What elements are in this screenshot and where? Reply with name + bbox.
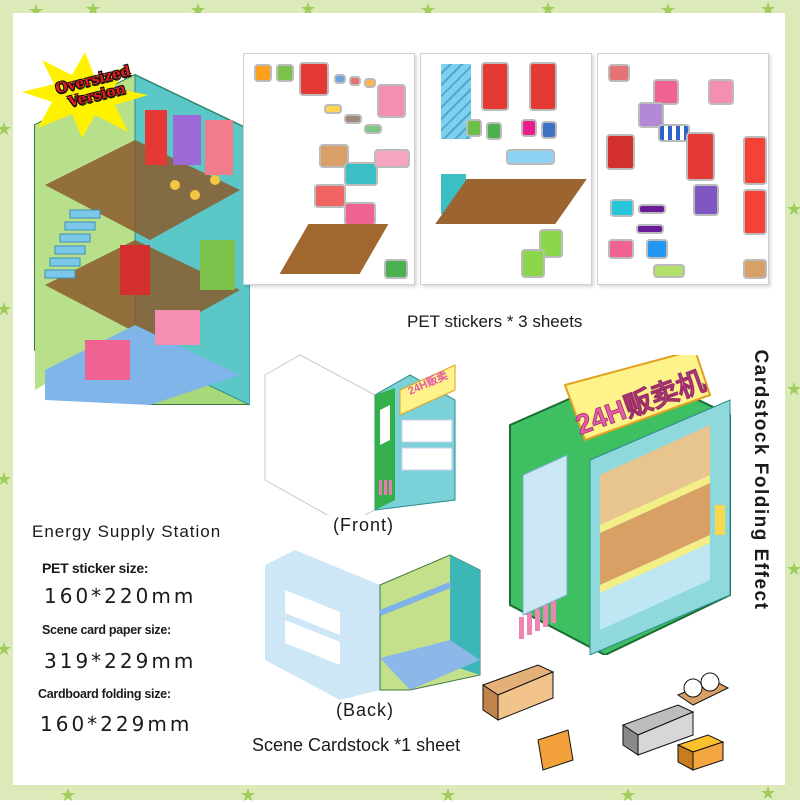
sticker-sheet-3: [597, 53, 769, 285]
oversized-version-badge: Oversized Version: [20, 50, 150, 140]
store-illustration: [34, 73, 250, 405]
vending-machine-illustration: 24H贩卖机: [509, 355, 731, 655]
product-name: Energy Supply Station: [32, 522, 222, 541]
back-label: (Back): [336, 700, 395, 720]
spec-value-cardboard-folding: 160*229mm: [40, 712, 193, 736]
pet-stickers-caption: PET stickers * 3 sheets: [407, 312, 583, 331]
star-icon: ★: [240, 785, 257, 805]
star-icon: ★: [760, 783, 777, 803]
star-icon: ★: [786, 199, 800, 219]
sticker-sheet-2: [420, 53, 592, 285]
star-icon: ★: [786, 379, 800, 399]
spec-label-scene-card: Scene card paper size:: [42, 623, 171, 637]
spec-value-scene-card: 319*229mm: [44, 649, 197, 673]
star-icon: ★: [440, 785, 457, 805]
sticker-sheet-1: [243, 53, 415, 285]
star-icon: ★: [0, 469, 13, 489]
star-icon: ★: [0, 299, 13, 319]
scene-cardstock-caption: Scene Cardstock *1 sheet: [252, 735, 461, 755]
accessory-pieces: [481, 664, 730, 771]
cardstock-back-illustration: [265, 550, 481, 700]
star-icon: ★: [786, 559, 800, 579]
star-icon: ★: [60, 785, 77, 805]
spec-label-cardboard-folding: Cardboard folding size:: [38, 687, 171, 701]
cardstock-front-illustration: 24H贩卖: [264, 354, 456, 515]
front-label: (Front): [333, 515, 394, 535]
spec-value-pet-sticker: 160*220mm: [44, 584, 197, 608]
starburst-icon: [22, 52, 148, 138]
star-icon: ★: [0, 119, 13, 139]
star-icon: ★: [0, 639, 13, 659]
cardstock-folding-effect-label: Cardstock Folding Effect: [750, 349, 771, 611]
star-icon: ★: [620, 785, 637, 805]
spec-label-pet-sticker: PET sticker size:: [42, 560, 149, 576]
